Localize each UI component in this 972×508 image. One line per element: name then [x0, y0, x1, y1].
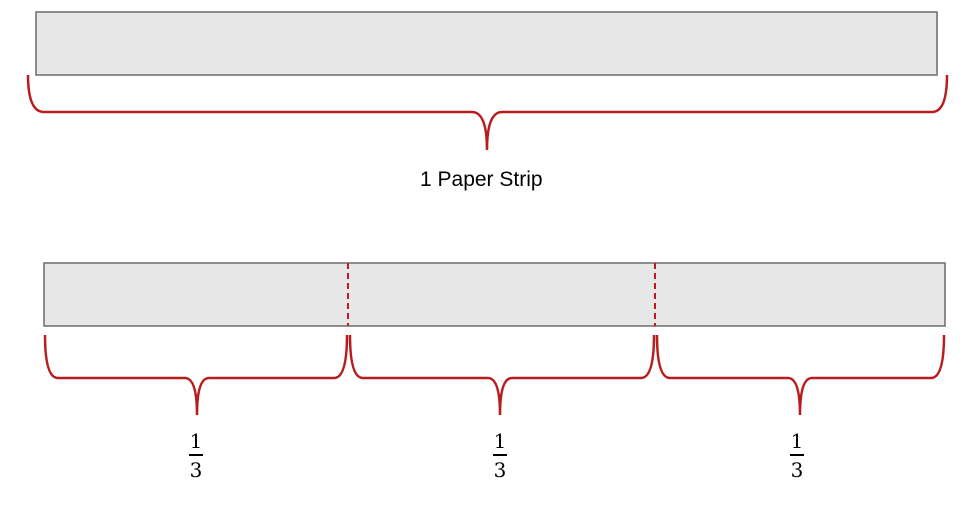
fraction-2-numerator: 1	[493, 429, 507, 453]
fraction-1-numerator: 1	[189, 429, 203, 453]
fraction-1-bar	[189, 454, 203, 456]
whole-paper-strip	[35, 11, 938, 76]
whole-strip-label: 1 Paper Strip	[420, 168, 543, 191]
divided-paper-strip	[43, 262, 946, 327]
fraction-3-denominator: 3	[790, 458, 804, 482]
fraction-3-bar	[790, 454, 804, 456]
fraction-1-denominator: 3	[189, 458, 203, 482]
third-brace-1	[43, 334, 349, 416]
fraction-label-1: 1 3	[176, 430, 216, 481]
fraction-label-3: 1 3	[777, 430, 817, 481]
fraction-label-2: 1 3	[480, 430, 520, 481]
fraction-3-numerator: 1	[790, 429, 804, 453]
fraction-2-bar	[493, 454, 507, 456]
third-brace-2	[348, 334, 656, 416]
third-brace-3	[655, 334, 946, 416]
fraction-2-denominator: 3	[493, 458, 507, 482]
whole-strip-brace	[26, 74, 949, 151]
